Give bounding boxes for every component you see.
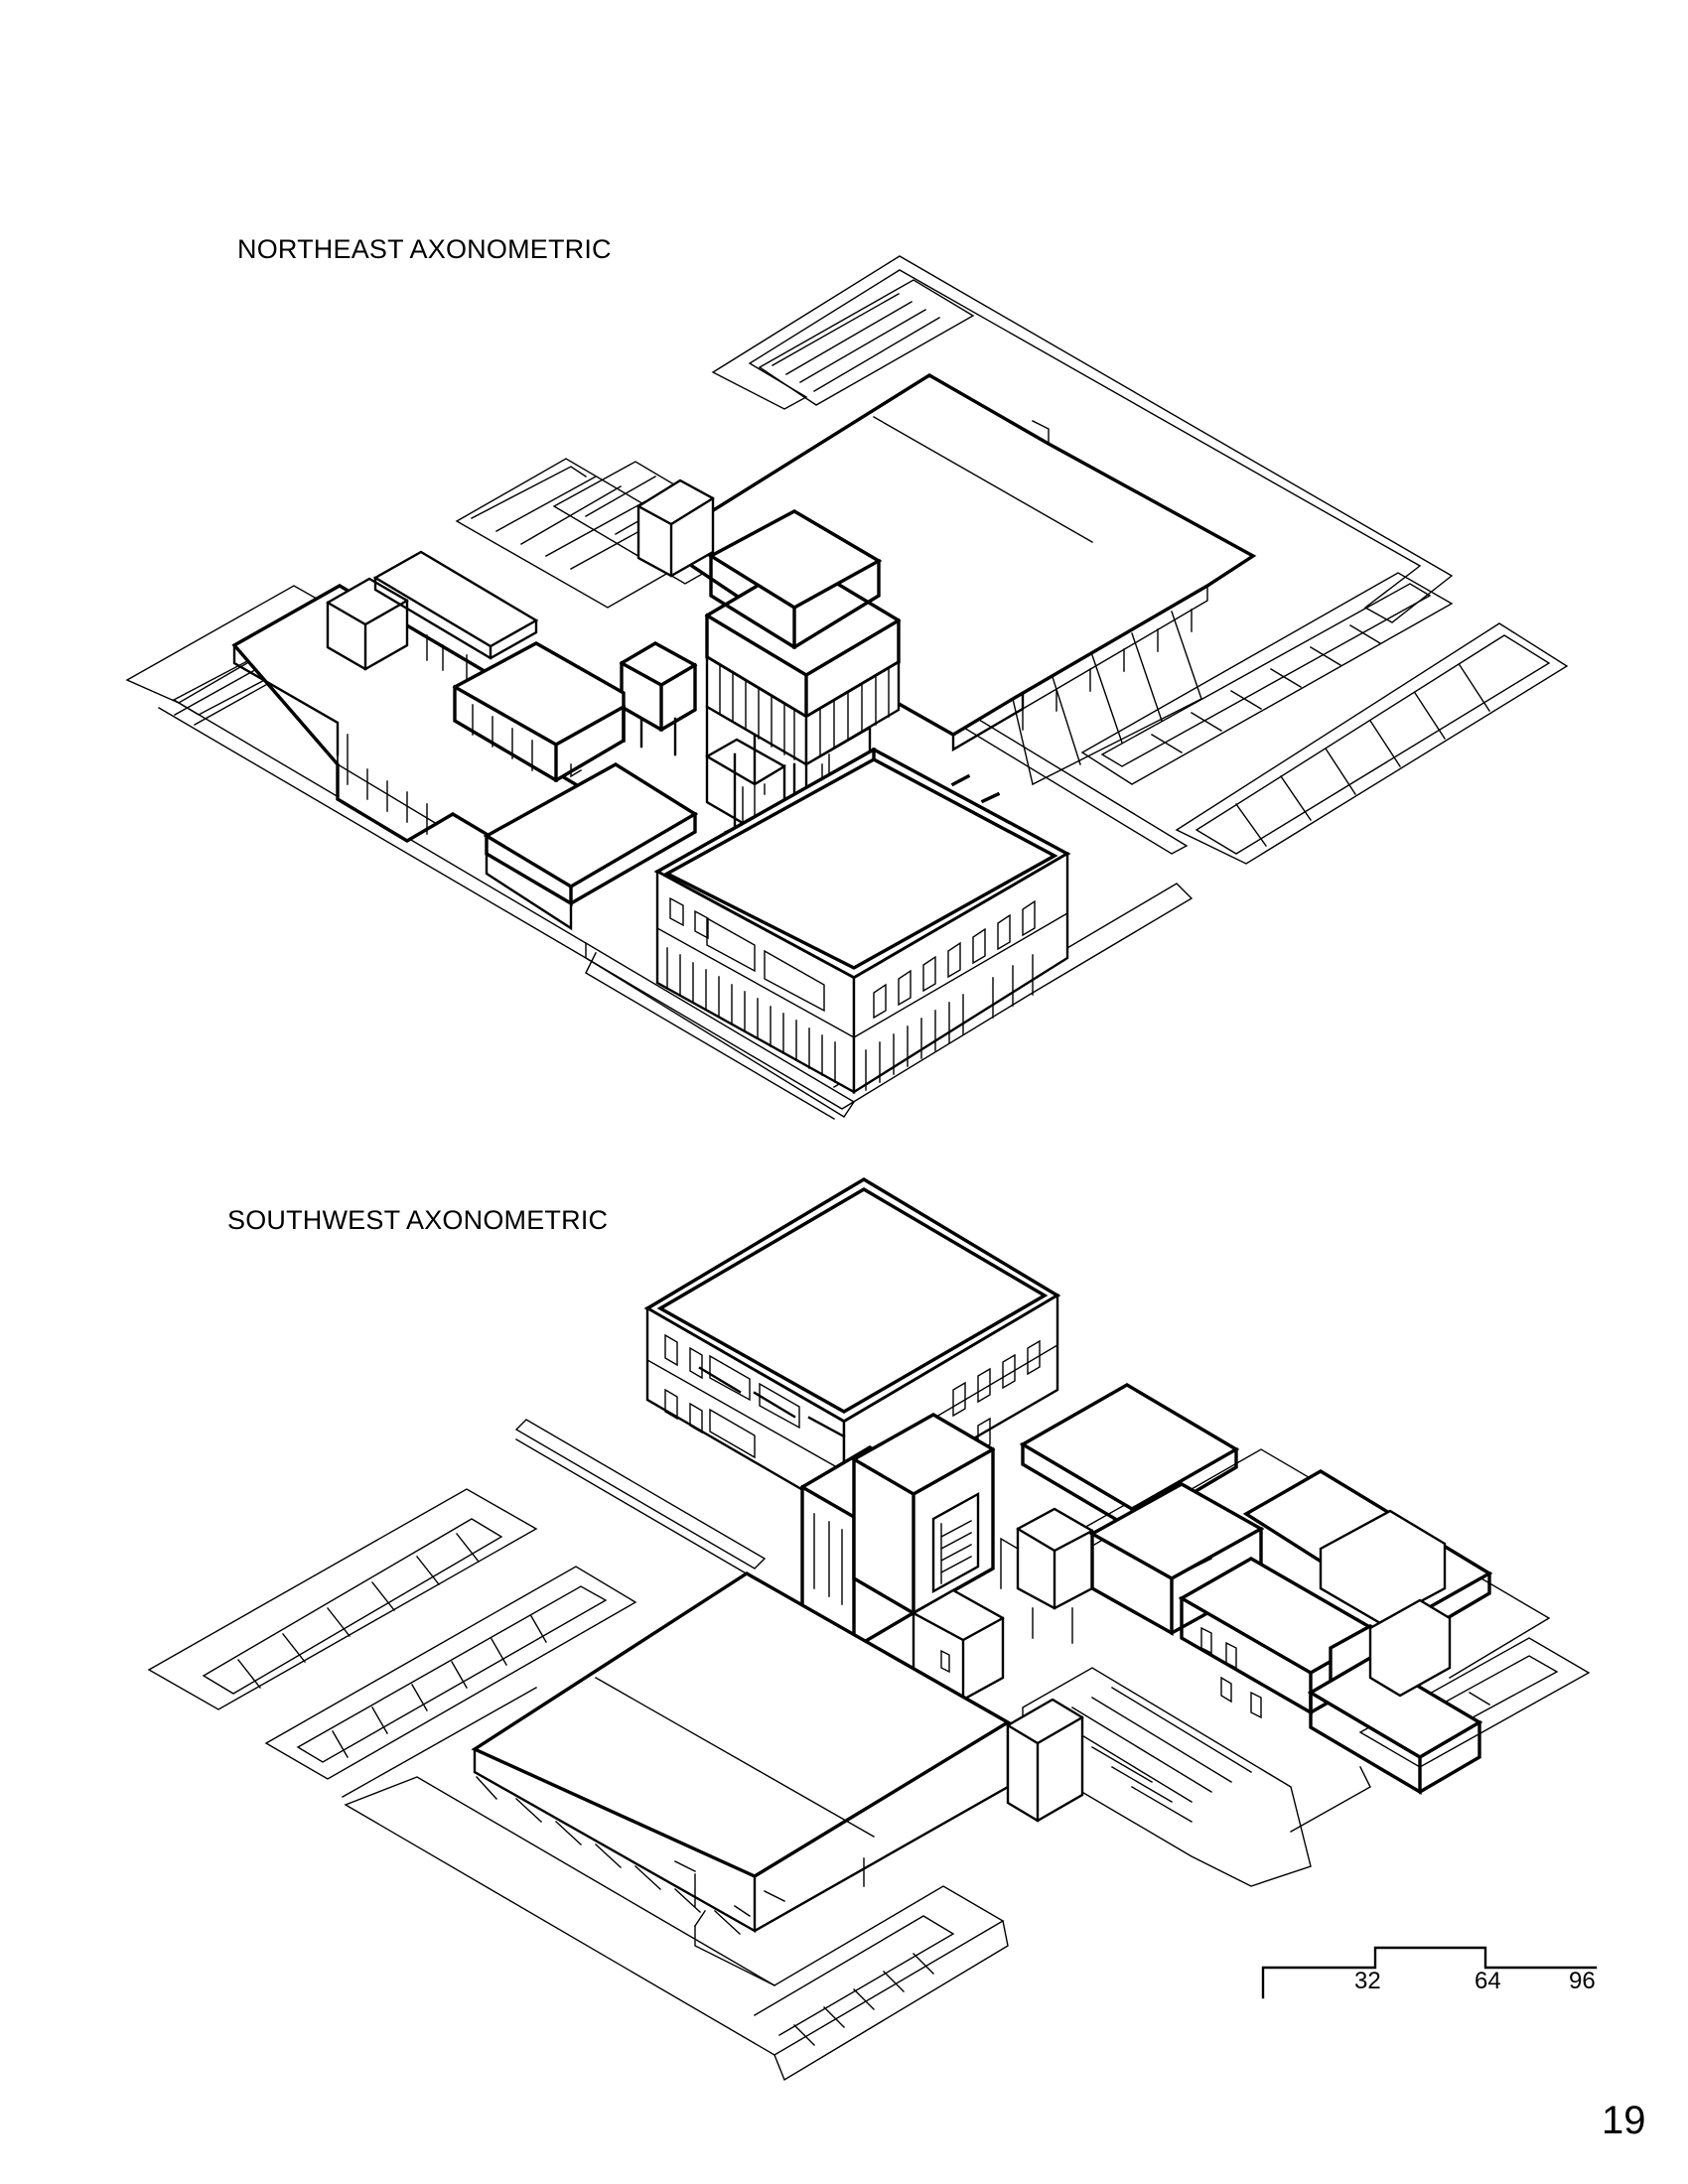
southwest-axonometric-title: SOUTHWEST AXONOMETRIC xyxy=(227,1205,609,1235)
southwest-axonometric-drawing xyxy=(147,1177,1591,2082)
scale-label-64: 64 xyxy=(1475,1968,1501,1994)
ne-south-block xyxy=(653,748,1071,1095)
sw-parking-west xyxy=(147,1488,637,1798)
sw-parking-south xyxy=(344,1776,1009,2082)
ne-small-cube xyxy=(619,641,698,756)
page-number: 19 xyxy=(1602,2099,1646,2142)
sw-central-tower xyxy=(799,1413,1094,1702)
scale-bar xyxy=(1261,1946,1598,1999)
northeast-axonometric-title: NORTHEAST AXONOMETRIC xyxy=(237,234,612,264)
ne-parking-north xyxy=(711,255,1454,623)
sw-warehouse xyxy=(471,1571,1084,1935)
ne-warehouse xyxy=(636,373,1257,785)
sw-east-buildings xyxy=(1019,1383,1493,1795)
sw-parking-east xyxy=(1022,1637,1591,1887)
ne-parking-east xyxy=(1080,572,1569,865)
northeast-axonometric-drawing xyxy=(125,255,1569,1120)
ne-west-buildings xyxy=(231,550,699,931)
scale-label-32: 32 xyxy=(1354,1968,1381,1994)
scale-label-96: 96 xyxy=(1569,1968,1596,1994)
